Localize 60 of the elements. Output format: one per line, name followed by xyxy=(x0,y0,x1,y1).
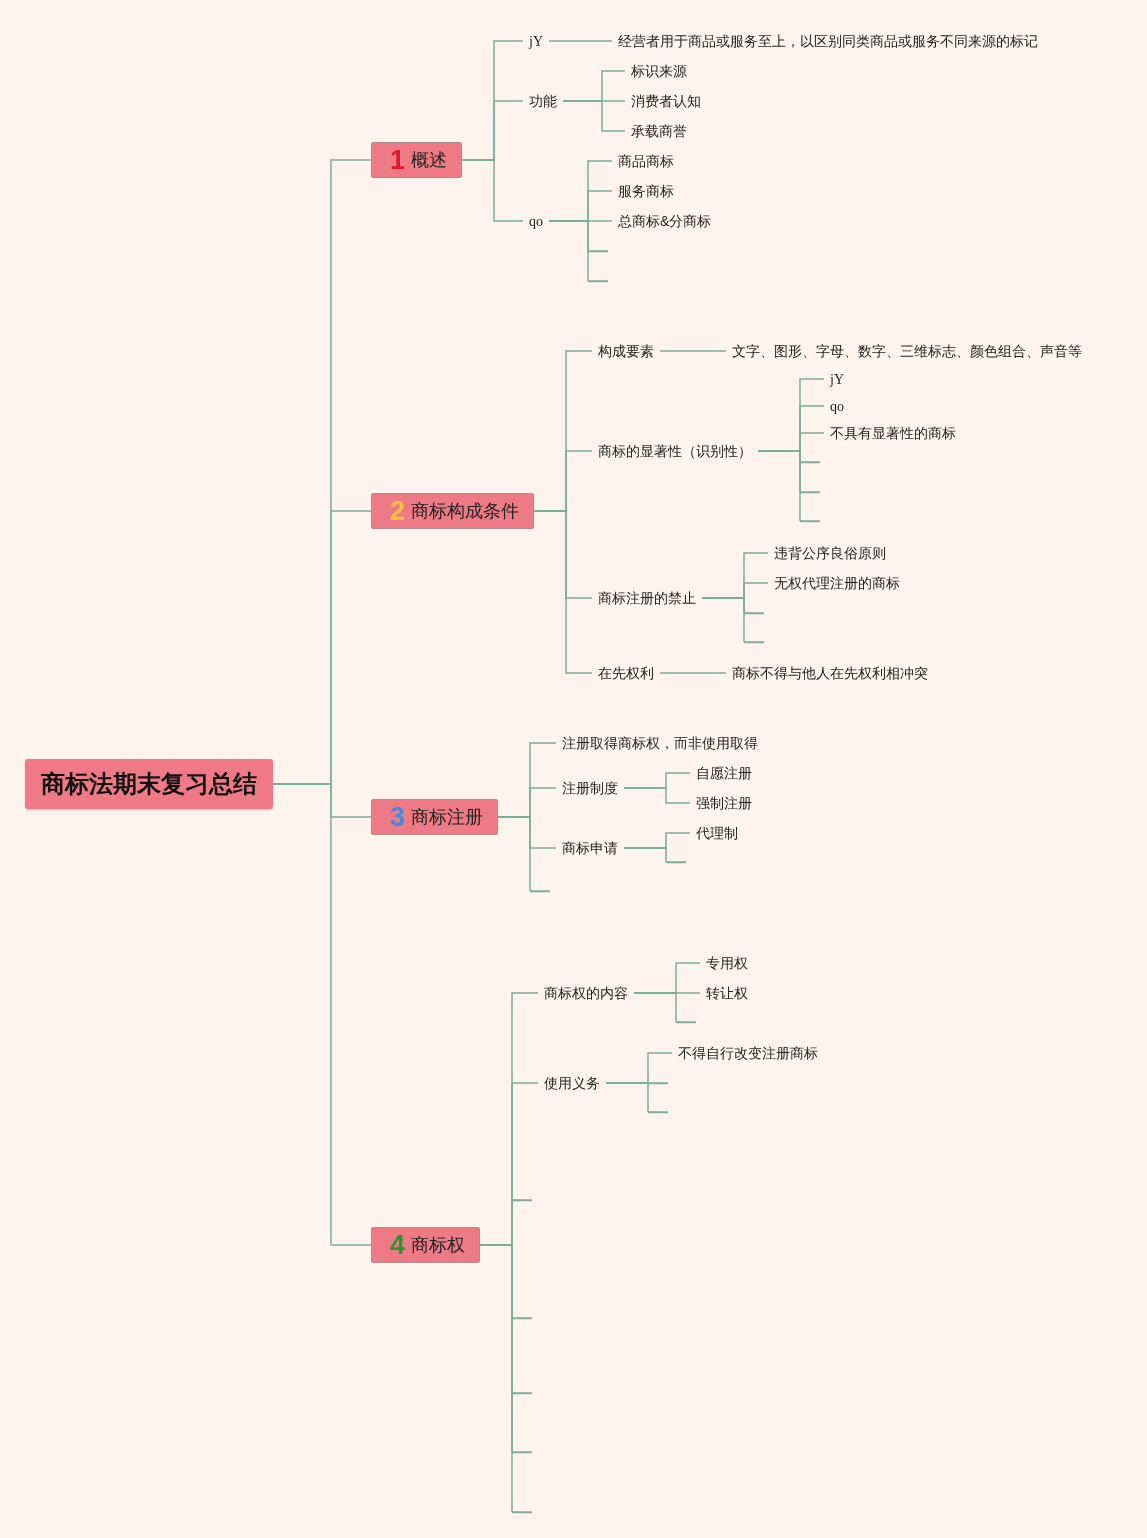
branch-label: 构成要素 xyxy=(592,343,660,359)
topic-box xyxy=(371,142,463,178)
branch-line xyxy=(757,450,801,522)
branch-label: 服务商标 xyxy=(612,183,680,199)
topic-label: 商标权 xyxy=(411,1233,466,1257)
topic-label: 商标构成条件 xyxy=(411,499,520,523)
branch-label: 文字、图形、字母、数字、三维标志、颜色组合、声音等 xyxy=(726,343,1088,359)
branch-label: 总商标&分商标 xyxy=(612,213,718,229)
branch-label: qo xyxy=(824,398,850,414)
branch-line xyxy=(659,672,727,674)
branch-label: jY xyxy=(824,371,850,387)
branch-label: 商标不得与他人在先权利相冲突 xyxy=(726,665,934,681)
branch-label: 无权代理注册的商标 xyxy=(768,575,906,591)
branch-label: qo xyxy=(523,213,549,229)
branch-line xyxy=(562,100,626,132)
topic-box xyxy=(371,1227,481,1263)
branch-line xyxy=(461,159,524,222)
branch-label: 商标权的内容 xyxy=(538,985,634,1001)
branch-label: 自愿注册 xyxy=(690,765,758,781)
branch-label: 标识来源 xyxy=(625,63,693,79)
branch-line xyxy=(659,350,727,352)
branch-label: 使用义务 xyxy=(538,1075,606,1091)
branch-label: 功能 xyxy=(523,93,563,109)
branch-label: 不具有显著性的商标 xyxy=(824,425,962,441)
branch-label: 商品商标 xyxy=(612,153,680,169)
branch-line xyxy=(633,992,677,1023)
branch-line xyxy=(605,1082,649,1113)
topic-label: 概述 xyxy=(411,148,448,172)
topic-number: 1 xyxy=(390,146,406,174)
branch-line xyxy=(548,40,613,42)
topic-number: 3 xyxy=(390,803,406,831)
topic-box xyxy=(371,493,535,529)
central-topic-box: 商标法期末复习总结 xyxy=(25,759,273,809)
branch-line xyxy=(623,787,691,804)
branch-line xyxy=(479,1244,513,1513)
branch-label: 代理制 xyxy=(690,825,744,841)
branch-label: 经营者用于商品或服务至上，以区别同类商品或服务不同来源的标记 xyxy=(612,33,1044,49)
branch-line xyxy=(497,816,531,892)
branch-line xyxy=(623,847,667,863)
branch-label: 强制注册 xyxy=(690,795,758,811)
branch-label: 转让权 xyxy=(700,985,754,1001)
branch-line xyxy=(701,597,745,643)
branch-label: 违背公序良俗原则 xyxy=(768,545,892,561)
branch-line xyxy=(548,220,589,282)
branch-label: 商标的显著性（识别性） xyxy=(592,443,758,459)
branch-label: 消费者认知 xyxy=(625,93,707,109)
branch-label: 商标申请 xyxy=(556,840,624,856)
branch-label: 承载商誉 xyxy=(625,123,693,139)
branch-label: 注册制度 xyxy=(556,780,624,796)
topic-label: 商标注册 xyxy=(411,805,484,829)
topic-number: 4 xyxy=(390,1231,406,1259)
branch-label: 专用权 xyxy=(700,955,754,971)
branch-label: 不得自行改变注册商标 xyxy=(672,1045,824,1061)
topic-box xyxy=(371,799,499,835)
branch-label: 在先权利 xyxy=(592,665,660,681)
branch-label: 注册取得商标权，而非使用取得 xyxy=(556,735,764,751)
topic-number: 2 xyxy=(390,497,406,525)
branch-label: 商标注册的禁止 xyxy=(592,590,702,606)
branch-line xyxy=(533,510,593,674)
branch-label: jY xyxy=(523,33,549,49)
